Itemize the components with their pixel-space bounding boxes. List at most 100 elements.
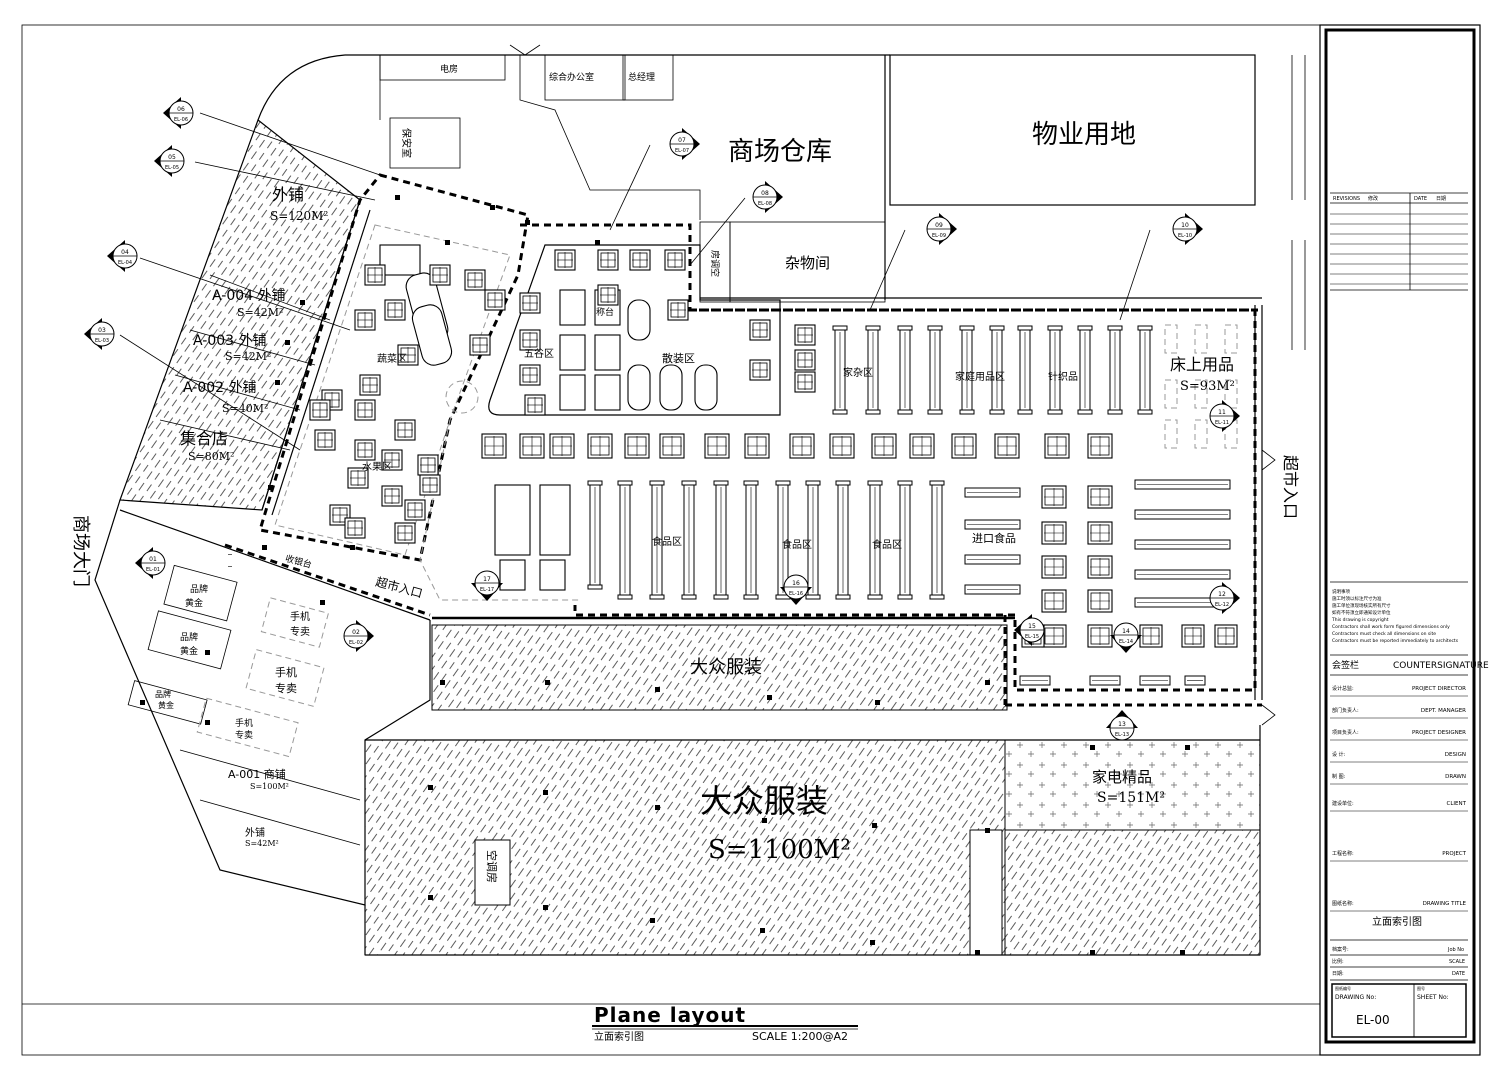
callout-ref: EL-06 (174, 117, 188, 123)
column (655, 805, 660, 810)
zone-veg: 蔬菜区 (377, 353, 407, 365)
column (428, 895, 433, 900)
column (440, 680, 445, 685)
tb-sheet-no-cn: 图号 (1417, 985, 1425, 991)
column (320, 600, 325, 605)
shelf-rack (835, 480, 851, 600)
tb-scale-en: SCALE (1449, 959, 1465, 965)
shelf-rack (927, 325, 943, 415)
display-table (664, 249, 686, 271)
tb-note: Contractors shall work form figured dime… (1332, 624, 1450, 630)
zone-entrance-right: 超市入口 (1281, 455, 1300, 519)
callout-number: 07 (678, 137, 686, 144)
display-table (381, 449, 403, 471)
display-table (394, 522, 416, 544)
tb-date: DATE (1414, 196, 1427, 202)
display-table (597, 249, 619, 271)
column (350, 545, 355, 550)
display-table (1041, 555, 1067, 579)
tb-row-label: 设计总监: (1332, 685, 1354, 692)
columns (140, 195, 1190, 955)
display-table (1194, 379, 1208, 409)
zone-shop-a002-area: S=40M² (222, 402, 268, 415)
column (205, 650, 210, 655)
tb-date-row-cn: 日期: (1332, 971, 1344, 977)
shelf-rack (867, 480, 883, 600)
zone-gm: 总经理 (628, 71, 655, 83)
display-table (354, 309, 376, 331)
shelf-rack (681, 480, 697, 600)
callout-ref: EL-05 (165, 165, 179, 171)
zone-elec: 电房 (440, 63, 458, 75)
column (767, 695, 772, 700)
callout-ref: EL-14 (1119, 639, 1133, 645)
zone-phone-2: 手机 (275, 665, 297, 679)
display-table (1087, 521, 1113, 545)
display-table (344, 517, 366, 539)
callout-ref: EL-11 (1215, 420, 1229, 426)
shelf-rack (1134, 479, 1231, 490)
tb-sheet-no-en: SHEET No: (1417, 994, 1449, 1001)
shelf-racks (228, 325, 1231, 686)
display-table (519, 292, 541, 314)
title-block: REVISIONS 修改 DATE 日期 说明事项施工时须以标注尺寸为准施工单位… (1319, 24, 1489, 1056)
tb-row-label: 项目负责人: (1332, 729, 1359, 736)
zone-gold-2: 品牌 (180, 631, 198, 643)
callout-ref: EL-10 (1178, 233, 1192, 239)
shelf-rack (929, 480, 945, 600)
display-table (519, 433, 545, 459)
display-table (829, 433, 855, 459)
column (870, 940, 875, 945)
display-table (1164, 324, 1178, 354)
tb-row-role: PROJECT DESIGNER (1412, 730, 1466, 736)
right-walls (1261, 55, 1306, 726)
column (1185, 745, 1190, 750)
shelf-rack (897, 325, 913, 415)
shelf-rack (1139, 675, 1171, 686)
tb-note: Contractors must check all dimensions on… (1332, 631, 1436, 637)
footer-title: Plane layout (594, 1003, 746, 1027)
tb-note: This drawing is copyright (1331, 617, 1389, 623)
zone-gold-1: 品牌 (190, 583, 208, 595)
shelf-rack (617, 480, 633, 600)
shelf-rack (775, 480, 791, 600)
zone-phone-2b: 专卖 (275, 681, 297, 695)
callout-ref: EL-02 (349, 640, 363, 646)
callout-ref: EL-15 (1025, 634, 1039, 640)
column (445, 240, 450, 245)
callout-ref: EL-16 (789, 591, 803, 597)
zone-bulk: 散装区 (662, 351, 695, 365)
callout-number: 09 (935, 222, 943, 229)
display-table (484, 289, 506, 311)
shelf-rack (1077, 325, 1093, 415)
display-table (1087, 555, 1113, 579)
display-table (1224, 324, 1238, 354)
display-table (347, 467, 369, 489)
shelf-rack (587, 480, 603, 590)
callout-ref: EL-12 (1215, 602, 1229, 608)
zone-gold-1b: 黄金 (185, 597, 203, 609)
display-table (397, 344, 419, 366)
zone-food-2: 食品区 (782, 538, 812, 551)
zone-apparel-small: 大众服装 (690, 657, 762, 678)
display-table (1041, 589, 1067, 613)
tb-drawing-no-cn: 图纸编号 (1335, 985, 1351, 991)
callout-ref: EL-13 (1115, 732, 1129, 738)
tb-row-label: 制 图: (1332, 773, 1346, 780)
display-table (794, 349, 816, 371)
column (285, 340, 290, 345)
callout-number: 17 (483, 576, 491, 583)
tb-sign-cn: 会签栏 (1332, 659, 1359, 671)
tb-row-label: 设 计: (1332, 751, 1346, 758)
footer-scale: SCALE 1:200@A2 (752, 1030, 848, 1043)
shelf-rack (649, 480, 665, 600)
zone-collection-store-area: S=80M² (188, 450, 234, 463)
